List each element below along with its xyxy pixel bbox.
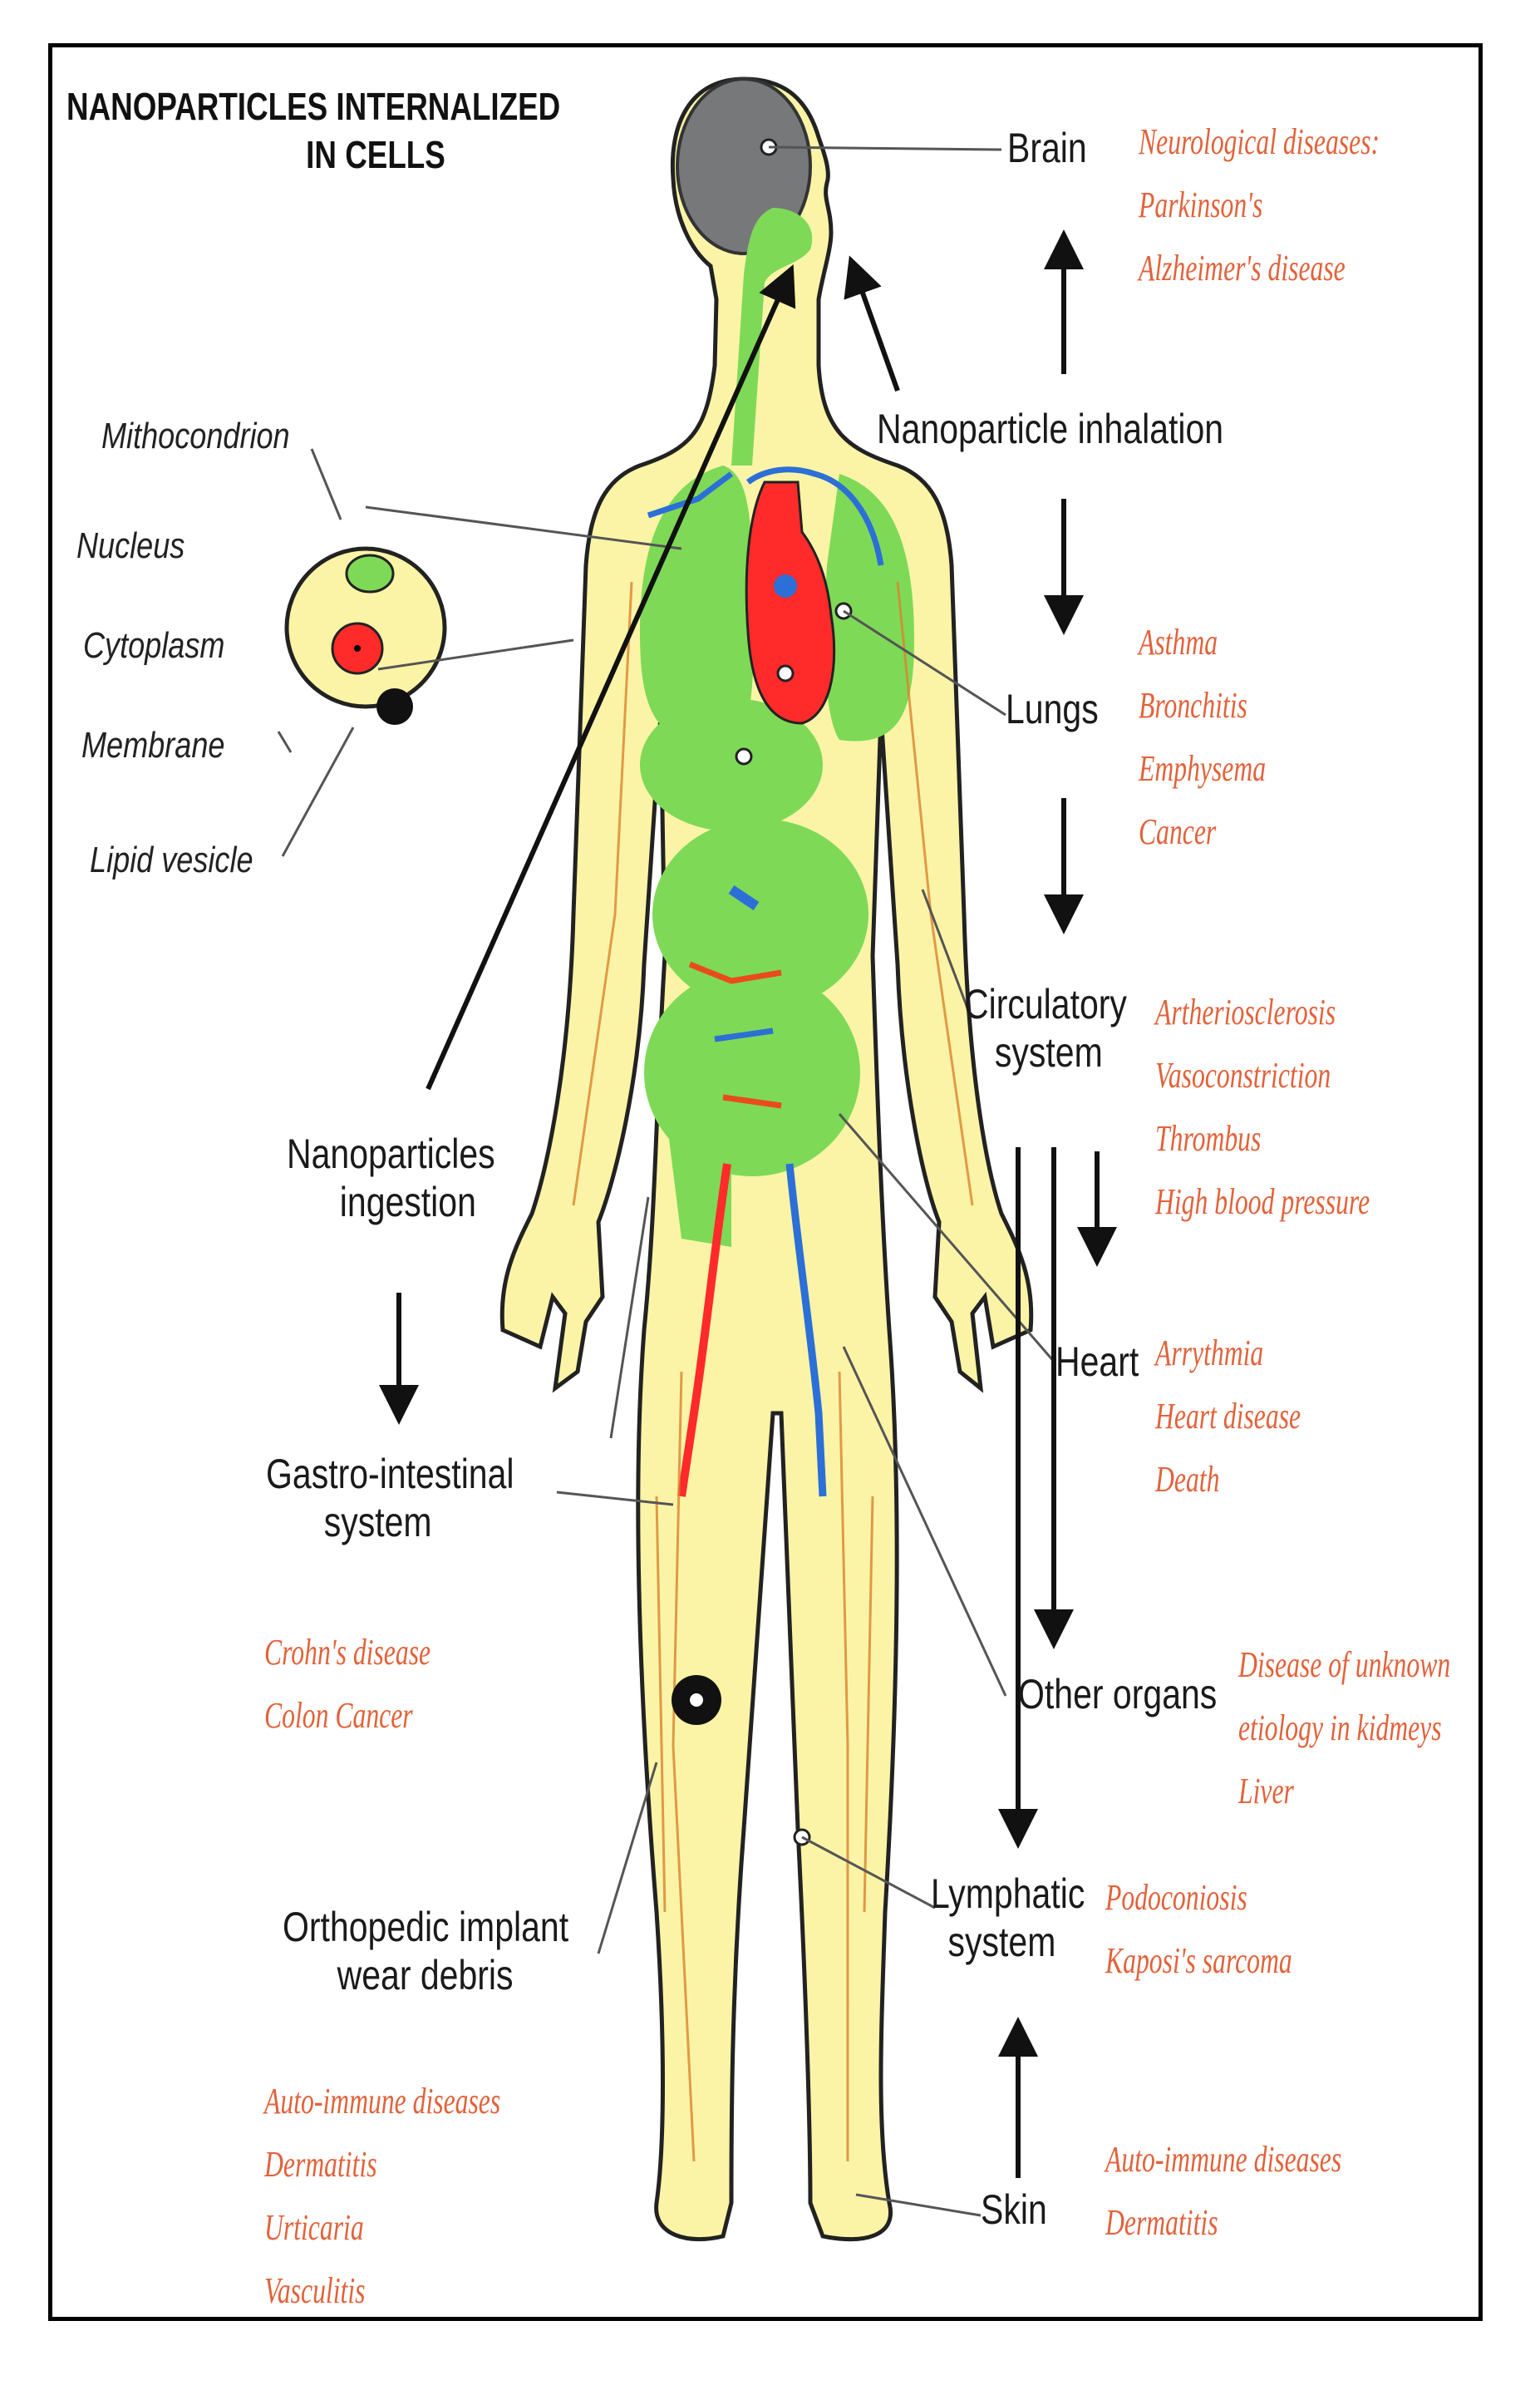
circulatory-diseases: Artheriosclerosis Vasoconstriction Throm… [1155, 981, 1370, 1234]
disease-item: Arrythmia [1155, 1333, 1264, 1373]
organ-circulatory-line-1: Circulatory [964, 981, 1127, 1027]
cell-label-cytoplasm: Cytoplasm [83, 625, 225, 666]
cell-label-membrane: Membrane [81, 725, 225, 766]
route-implant: Orthopedic implant wear debris [283, 1904, 568, 1999]
disease-item: Neurological diseases: [1139, 121, 1380, 162]
disease-item: Parkinson's [1139, 185, 1263, 225]
heart-shape [745, 480, 836, 725]
organ-lymphatic-label: Lymphatic system [931, 1870, 1085, 1966]
organ-circulatory-line-2: system [994, 1028, 1103, 1076]
heart-diseases: Arrythmia Heart disease Death [1155, 1322, 1301, 1511]
disease-item: Auto-immune diseases [1105, 2139, 1342, 2180]
cell-label-nucleus: Nucleus [76, 525, 185, 566]
disease-item: Emphysema [1139, 748, 1267, 789]
disease-item: Crohn's disease [264, 1632, 431, 1673]
organ-other-label: Other organs [1018, 1671, 1218, 1717]
organ-lymphatic-line-2: system [947, 1918, 1056, 1965]
organ-lungs-label: Lungs [1006, 686, 1099, 732]
flow-arrows [379, 229, 1117, 2178]
mitochondrion-shape [345, 554, 395, 594]
title-line-2: IN CELLS [306, 132, 445, 176]
organ-gastro-line-1: Gastro-intestinal [266, 1451, 514, 1497]
brain-diseases: Neurological diseases: Parkinson's Alzhe… [1139, 111, 1380, 300]
disease-item: Death [1155, 1459, 1220, 1500]
route-ingestion-line-2: ingestion [339, 1178, 476, 1225]
disease-item: Disease of unknown [1238, 1644, 1451, 1685]
disease-item: Thrombus [1155, 1118, 1262, 1159]
other-organs-diseases: Disease of unknown etiology in kidmeys L… [1238, 1634, 1450, 1823]
organ-gastro-line-2: system [323, 1498, 432, 1545]
route-ingestion-line-1: Nanoparticles [287, 1131, 495, 1177]
disease-item: Cancer [1139, 811, 1217, 852]
route-inhalation: Nanoparticle inhalation [877, 406, 1224, 452]
organ-gastro-label: Gastro-intestinal system [266, 1451, 514, 1546]
organ-brain-label: Brain [1007, 125, 1087, 171]
lungs-diseases: Asthma Bronchitis Emphysema Cancer [1139, 611, 1266, 864]
blood-vessels [647, 466, 884, 1497]
disease-item: Alzheimer's disease [1139, 248, 1346, 288]
route-ingestion: Nanoparticles ingestion [287, 1131, 495, 1226]
lungs-shape [640, 466, 914, 748]
disease-item: Dermatitis [1105, 2202, 1218, 2243]
disease-item: Podoconiosis [1105, 1877, 1247, 1918]
disease-item: Heart disease [1155, 1396, 1301, 1436]
organ-circulatory-label: Circulatory system [964, 981, 1127, 1077]
disease-item: Bronchitis [1139, 685, 1247, 726]
cell-label-mitochondrion: Mithocondrion [101, 416, 290, 456]
disease-item: Asthma [1139, 622, 1218, 663]
digestive-system [640, 698, 868, 1247]
disease-item: Artheriosclerosis [1155, 992, 1336, 1032]
lymphatic-diseases: Podoconiosis Kaposi's sarcoma [1105, 1866, 1292, 1993]
skin-diseases: Auto-immune diseases Dermatitis [1105, 2128, 1341, 2254]
disease-item: Vasculitis [264, 2270, 366, 2311]
disease-item: Vasoconstriction [1155, 1055, 1331, 1096]
disease-item: Urticaria [264, 2207, 364, 2248]
disease-item: Dermatitis [264, 2144, 377, 2185]
disease-item: High blood pressure [1155, 1181, 1370, 1222]
disease-item: Auto-immune diseases [264, 2081, 501, 2121]
organ-skin-label: Skin [981, 2186, 1047, 2233]
disease-item: etiology in kidmeys [1238, 1707, 1442, 1748]
route-implant-line-2: wear debris [337, 1951, 514, 1998]
lipid-vesicle-shape [376, 688, 413, 725]
title-line-1: NANOPARTICLES INTERNALIZED [66, 85, 561, 128]
gastro-diseases: Crohn's disease Colon Cancer [264, 1621, 431, 1747]
implant-diseases: Auto-immune diseases Dermatitis Urticari… [264, 2070, 500, 2323]
cell-label-lipid-vesicle: Lipid vesicle [90, 840, 253, 880]
diagram-title: NANOPARTICLES INTERNALIZED IN CELLS [66, 83, 561, 179]
disease-item: Liver [1238, 1771, 1294, 1811]
route-implant-line-1: Orthopedic implant [283, 1904, 569, 1950]
disease-item: Colon Cancer [264, 1695, 413, 1736]
organ-heart-label: Heart [1055, 1338, 1139, 1385]
cell-diagram [284, 546, 447, 725]
airway [731, 208, 813, 466]
disease-item: Kaposi's sarcoma [1105, 1940, 1292, 1981]
organ-lymphatic-line-1: Lymphatic [931, 1870, 1085, 1917]
